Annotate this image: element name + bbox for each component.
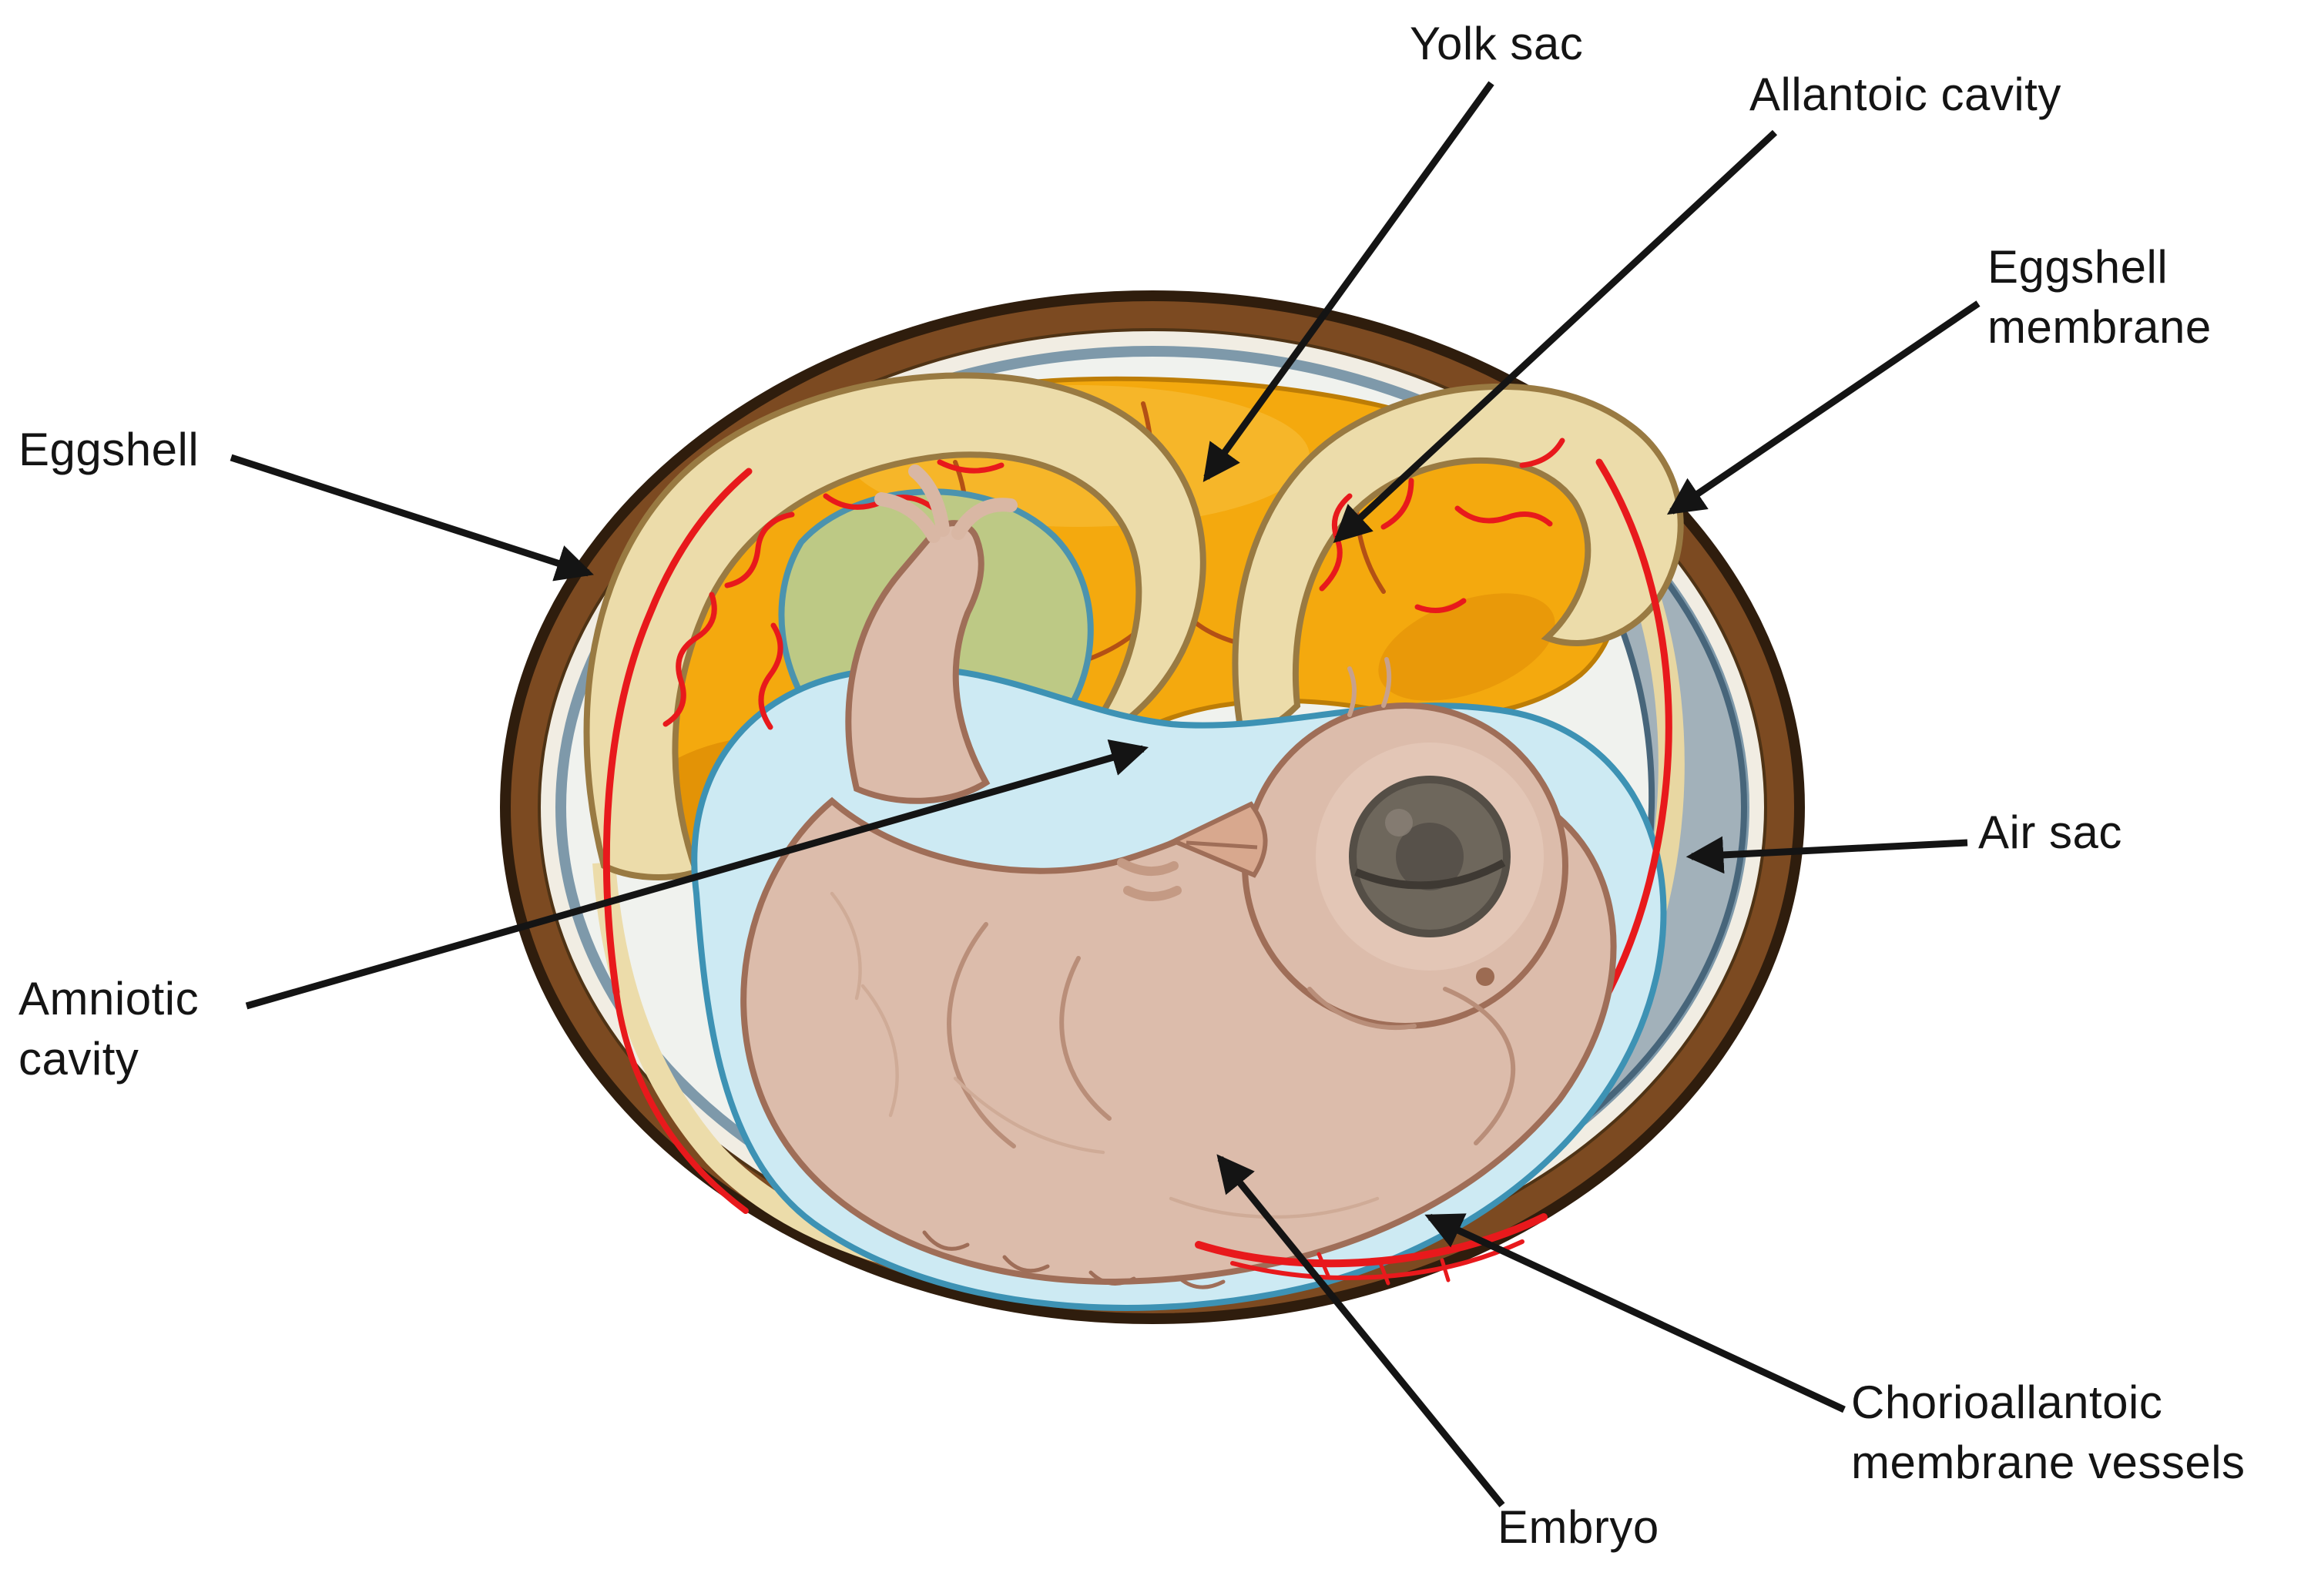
embryo-ear-dot [1476, 967, 1494, 986]
label-allantoic-cavity: Allantoic cavity [1749, 69, 2061, 120]
embryo-foot [1117, 858, 1182, 901]
arrow-chorioallantoic-membrane-vessels [1424, 1213, 1846, 1413]
embryo-fluff-lines [922, 1230, 1226, 1289]
arrow-eggshell-membrane [1666, 300, 1981, 515]
embryo-detail-lines [947, 657, 1516, 1148]
embryo-eye-highlight [1385, 809, 1413, 837]
arrow-amniotic-cavity [245, 739, 1149, 1010]
embryo-toes [874, 464, 1018, 543]
arrow-eggshell [230, 454, 594, 582]
arrow-allantoic-cavity [1333, 129, 1778, 543]
arrow-embryo [1216, 1154, 1505, 1507]
embryo-eyelid-line [1354, 859, 1506, 890]
chorioallantoic-membrane-vessels-shape [1195, 1213, 1548, 1286]
embryo-beak [1168, 801, 1268, 878]
label-air-sac: Air sac [1978, 806, 2122, 858]
allantoic-cavity-shape [1232, 383, 1684, 740]
label-chorioallantoic-membrane-vessels: Chorioallantoic membrane vessels [1851, 1376, 2246, 1488]
label-amniotic-cavity: Amniotic cavity [18, 973, 200, 1085]
label-eggshell-membrane: Eggshell membrane [1987, 241, 2212, 353]
arrow-yolk-sac [1202, 81, 1494, 482]
label-eggshell: Eggshell [18, 424, 200, 475]
embryo-leg [845, 520, 991, 804]
annotation-arrows [230, 81, 1981, 1507]
embryo-pupil [1396, 823, 1464, 890]
label-embryo: Embryo [1498, 1501, 1659, 1553]
label-yolk-sac: Yolk sac [1410, 18, 1584, 69]
embryo-mouth-line [1186, 840, 1258, 850]
embryo-shape [740, 464, 1617, 1289]
arrow-air-sac [1685, 836, 1968, 874]
embryo-feather-lines [830, 891, 1380, 1219]
